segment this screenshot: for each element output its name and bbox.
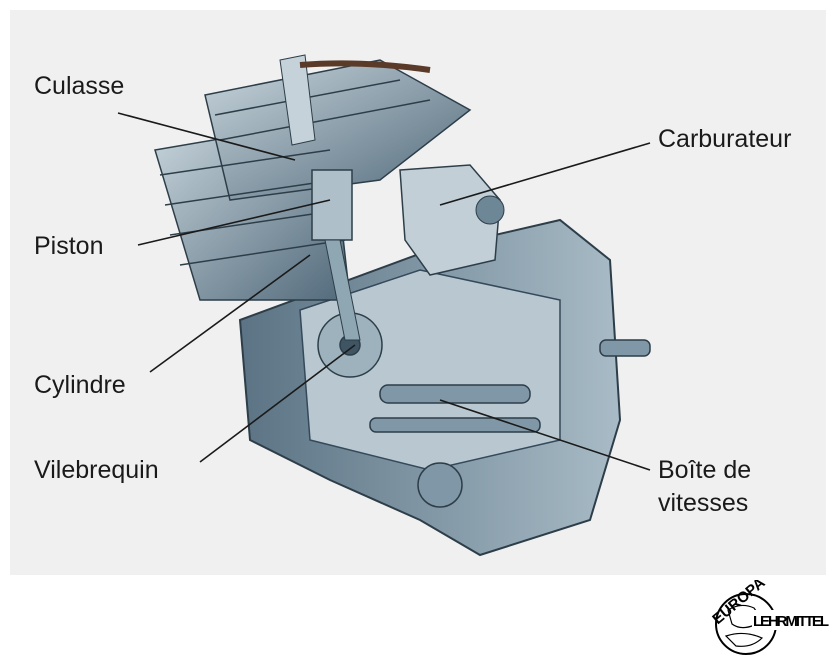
label-culasse: Culasse	[34, 72, 125, 100]
svg-text:LEHRMITTEL: LEHRMITTEL	[753, 613, 829, 630]
leader-culasse	[117, 112, 296, 161]
connecting-rod	[324, 239, 361, 341]
spark-plug	[279, 54, 316, 146]
label-cylindre: Cylindre	[34, 371, 126, 399]
leader-lines	[117, 112, 651, 471]
leader-carburateur	[439, 142, 651, 206]
label-boite-line2: vitesses	[658, 489, 749, 517]
label-boite-line1: Boîte de	[658, 456, 752, 484]
carburettor	[399, 164, 501, 276]
label-carburateur: Carburateur	[658, 125, 792, 153]
leader-boite	[439, 399, 651, 471]
leader-piston	[137, 199, 331, 246]
leader-cylindre	[149, 254, 311, 373]
label-vilebrequin: Vilebrequin	[34, 456, 159, 484]
leader-vilebrequin	[199, 344, 356, 463]
piston	[311, 169, 353, 241]
label-piston: Piston	[34, 232, 104, 260]
europa-lehrmittel-logo: EUROPA LEHRMITTEL	[709, 580, 830, 655]
